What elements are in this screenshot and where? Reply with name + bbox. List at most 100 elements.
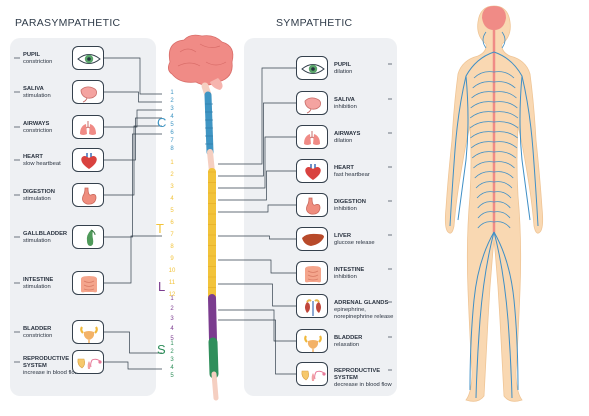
organ-icon-box xyxy=(72,225,104,249)
organ-name: PUPIL xyxy=(334,62,352,68)
lungs-icon xyxy=(304,131,320,145)
intercostal-nerve xyxy=(493,191,512,199)
vertebra-number: 3 xyxy=(170,357,174,363)
organ-name: DIGESTION xyxy=(334,199,366,205)
salivary-gland-icon xyxy=(304,97,321,114)
organ-icon-box xyxy=(296,91,328,115)
intercostal-nerve xyxy=(493,181,513,189)
vertebra-number: 8 xyxy=(170,146,174,152)
organ-effect: relaxation xyxy=(334,342,360,348)
sympathetic-nerve-line xyxy=(218,259,296,274)
brain xyxy=(168,34,234,86)
vertebra-number: 8 xyxy=(170,244,174,250)
lumbar-spine xyxy=(208,294,217,344)
organ-name: ADRENAL GLANDS xyxy=(334,300,389,306)
bladder-icon xyxy=(304,335,322,352)
peripheral-nerve xyxy=(469,231,495,391)
vertebra-number: 2 xyxy=(170,98,174,104)
intercostal-nerve xyxy=(493,211,511,219)
intercostal-nerve xyxy=(477,211,495,219)
vertebra-number: 1 xyxy=(170,296,174,302)
sacral-spine xyxy=(208,337,219,379)
intercostal-nerve xyxy=(475,181,495,189)
intercostal-nerve xyxy=(493,151,517,159)
brain-folds xyxy=(177,43,227,67)
intercostal-nerve xyxy=(493,101,518,109)
cranial-nerve xyxy=(482,31,506,49)
intercostal-nerve xyxy=(470,101,495,109)
vertebra-number: 4 xyxy=(170,326,174,332)
parasympathetic-nerve-line xyxy=(104,109,162,128)
organ-icon-box xyxy=(296,159,328,183)
organ-icon-box xyxy=(296,56,328,80)
organ-name: HEART xyxy=(334,165,354,171)
organ-effect: stimulation xyxy=(23,284,51,290)
organ-name: INTESTINE xyxy=(23,277,54,283)
organ-icon-box xyxy=(72,271,104,295)
organ-effect: inhibition xyxy=(334,206,357,212)
stomach-icon xyxy=(82,187,97,205)
organ-icon-box xyxy=(72,148,104,172)
organ-name: LIVER xyxy=(334,233,352,239)
organ-effect: constriction xyxy=(23,59,53,65)
reproductive-organs-icon xyxy=(77,358,102,369)
vertebra-number: 3 xyxy=(170,184,174,190)
organ-name: REPRODUCTIVE SYSTEM xyxy=(23,356,70,369)
vertebra-number: 4 xyxy=(170,365,174,371)
organ-effect: stimulation xyxy=(23,93,51,99)
sympathetic-nerve-line xyxy=(218,170,296,201)
vertebra-number: 3 xyxy=(170,316,174,322)
salivary-gland-icon xyxy=(80,86,97,103)
intercostal-nerve xyxy=(493,71,515,79)
cervical-spine xyxy=(204,91,214,156)
parasympathetic-nerve-line xyxy=(104,235,162,284)
intercostal-nerve xyxy=(493,201,511,209)
intercostal-nerve xyxy=(469,121,495,129)
organ-effect: dilation xyxy=(334,69,353,75)
organ-icon-box xyxy=(296,329,328,353)
organ-icon-box xyxy=(72,183,104,207)
peripheral-nerve xyxy=(493,51,539,227)
vertebra-number: 2 xyxy=(170,349,174,355)
lungs-icon xyxy=(80,121,96,135)
vertebra-number: 1 xyxy=(170,160,174,166)
organ-icon-box xyxy=(296,193,328,217)
spine-region-letter: T xyxy=(156,221,164,236)
organ-effect: stimulation xyxy=(23,196,51,202)
intercostal-nerve xyxy=(493,81,516,89)
organ-effect: decrease in blood flow xyxy=(334,382,392,388)
organ-effect: constriction xyxy=(23,128,53,134)
intercostal-nerve xyxy=(476,191,495,199)
sympathetic-nerve-line xyxy=(218,136,296,189)
intercostal-nerve xyxy=(477,201,495,209)
vertebra-number: 11 xyxy=(168,280,176,286)
organ-effect: dilation xyxy=(334,138,353,144)
vertebra-number: 2 xyxy=(170,306,174,312)
peripheral-nerve xyxy=(449,51,495,227)
parasympathetic-nerve-line xyxy=(104,91,162,103)
organ-name: HEART xyxy=(23,154,43,160)
organ-icon-box xyxy=(296,227,328,251)
sympathetic-nerve-line xyxy=(218,204,296,213)
intestine-icon xyxy=(305,266,321,283)
intercostal-nerve xyxy=(473,161,495,169)
peripheral-nerve xyxy=(457,75,469,221)
vertebra-number: 6 xyxy=(170,220,174,226)
parasympathetic-nerve-line xyxy=(104,133,162,238)
vertebra-number: 10 xyxy=(168,268,176,274)
organ-icon-box xyxy=(296,261,328,285)
vertebra-number: 4 xyxy=(170,196,174,202)
intercostal-nerve xyxy=(493,111,519,119)
organ-icon-box xyxy=(72,80,104,104)
vertebra-number: 3 xyxy=(170,106,174,112)
